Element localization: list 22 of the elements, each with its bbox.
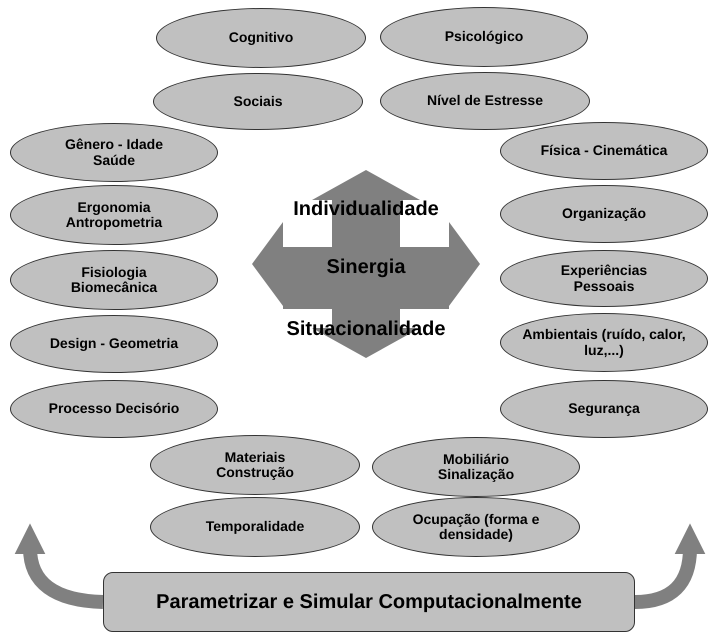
topic-ellipse: Sociais (153, 73, 363, 130)
topic-ellipse: Processo Decisório (10, 380, 218, 438)
topic-ellipse: Nível de Estresse (380, 72, 590, 130)
topic-ellipse: Organização (500, 185, 708, 243)
topic-ellipse: Psicológico (380, 7, 588, 67)
topic-ellipse: Materiais Construção (150, 435, 360, 495)
topic-ellipse: Experiências Pessoais (500, 250, 708, 307)
cross-label: Sinergia (326, 256, 407, 279)
topic-ellipse: Ergonomia Antropometria (10, 185, 218, 245)
topic-ellipse: Física - Cinemática (500, 122, 708, 180)
topic-ellipse: Fisiologia Biomecânica (10, 250, 218, 310)
topic-ellipse: Ambientais (ruído, calor, luz,...) (500, 313, 708, 372)
curved-arrow (15, 523, 104, 609)
topic-ellipse: Segurança (500, 380, 708, 438)
topic-ellipse: Temporalidade (150, 497, 360, 557)
topic-ellipse: Gênero - Idade Saúde (10, 123, 218, 182)
process-box: Parametrizar e Simular Computacionalmente (103, 572, 635, 632)
topic-ellipse: Ocupação (forma e densidade) (372, 497, 580, 557)
topic-ellipse: Cognitivo (156, 8, 366, 68)
cross-label: Individualidade (292, 198, 440, 221)
topic-ellipse: Design - Geometria (10, 315, 218, 373)
topic-ellipse: Mobiliário Sinalização (372, 437, 580, 497)
